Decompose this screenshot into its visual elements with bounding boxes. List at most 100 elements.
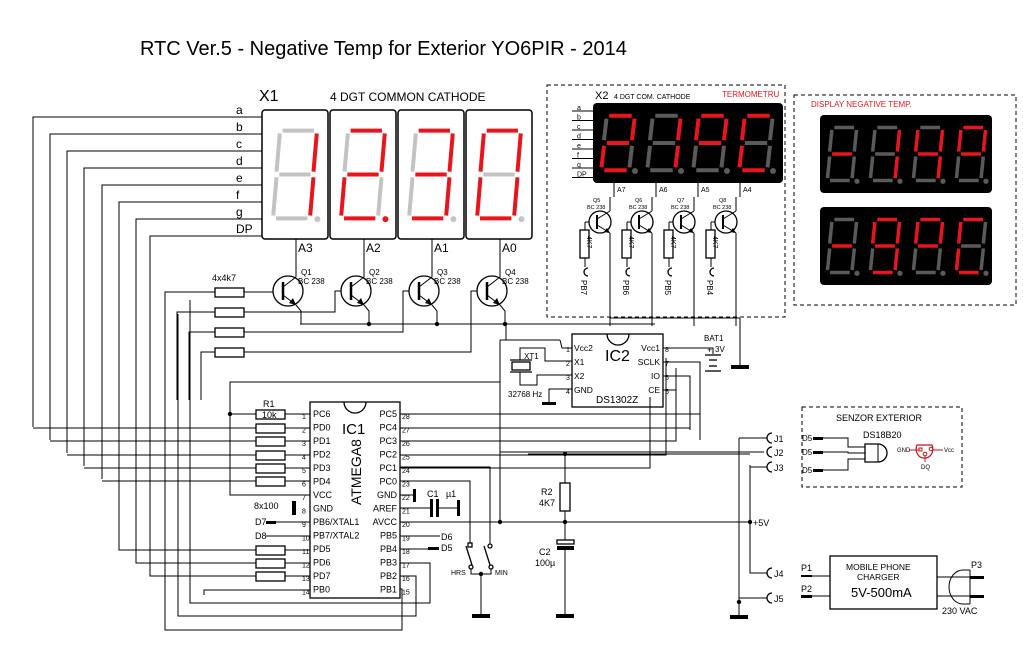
ic1-pin-gnd: GND bbox=[313, 504, 334, 514]
segment-resistor bbox=[255, 450, 286, 461]
sensor-wire-end bbox=[813, 469, 823, 472]
port-wire bbox=[188, 331, 215, 400]
base-resistor bbox=[214, 327, 245, 338]
sensor-part: DS18B20 bbox=[863, 430, 902, 440]
charger-body bbox=[829, 555, 938, 610]
port-wire bbox=[176, 311, 215, 400]
x2-digit bbox=[737, 113, 776, 174]
ic2-notch bbox=[606, 333, 630, 346]
xt1-crystal: XT1 32768 Hz bbox=[508, 347, 572, 405]
diagram-title: RTC Ver.5 - Negative Temp for Exterior Y… bbox=[140, 38, 627, 60]
segment-c-off bbox=[376, 177, 384, 216]
segment-c-off bbox=[627, 145, 634, 168]
x2-pin-e: e bbox=[577, 143, 581, 150]
x2-display-body bbox=[593, 103, 783, 183]
negative-digit bbox=[911, 217, 946, 276]
x1-pin-d: d bbox=[236, 154, 243, 168]
emitter-lead bbox=[431, 304, 438, 324]
segment-f-on bbox=[478, 133, 486, 172]
decimal-point-off bbox=[770, 168, 776, 174]
min-switch[interactable] bbox=[483, 545, 491, 566]
port-connector bbox=[583, 267, 589, 277]
ic1-pin-number: 24 bbox=[402, 468, 410, 475]
pb0-wire bbox=[203, 589, 310, 595]
c2-ref: C2 bbox=[539, 547, 551, 557]
charger-p3: P3 bbox=[971, 560, 982, 570]
segment-c-on bbox=[936, 156, 943, 179]
ic1-pin-pd3: PD3 bbox=[313, 463, 331, 473]
segment-f-on bbox=[913, 129, 920, 152]
termometru-frame bbox=[546, 84, 786, 318]
x2-pin-a: a bbox=[577, 105, 581, 112]
charger-mains: 230 VAC bbox=[942, 606, 978, 616]
ic1-pin-number: 14 bbox=[302, 590, 310, 597]
x2-digits bbox=[593, 103, 783, 183]
ic2-pin-vcc2: Vcc2 bbox=[574, 343, 593, 353]
x2-pin-g: g bbox=[577, 162, 581, 169]
segment-e-off bbox=[691, 145, 698, 168]
r2-ref: R2 bbox=[541, 487, 553, 497]
x1-pin-f: f bbox=[236, 188, 240, 202]
c2-plus-plate bbox=[556, 539, 575, 545]
transistor-ref: Q5 bbox=[593, 198, 600, 204]
decimal-point-on bbox=[382, 216, 389, 223]
sensor-wire-end bbox=[813, 451, 823, 454]
segment-f-on bbox=[694, 118, 701, 141]
ic1-pin-pc3: PC3 bbox=[379, 436, 397, 446]
r2-value: 4K7 bbox=[539, 498, 555, 508]
ic2-pin-number: 5 bbox=[665, 389, 669, 396]
port-connector bbox=[625, 267, 631, 277]
ic1-pin-number: 9 bbox=[302, 522, 306, 529]
transistor-type: BC 238 bbox=[298, 277, 325, 286]
decimal-point-off bbox=[983, 178, 989, 184]
ic1-body bbox=[309, 401, 401, 599]
bat1-ref: BAT1 bbox=[704, 334, 724, 343]
segment-e-off bbox=[868, 156, 875, 179]
ic1-pin-number: 18 bbox=[402, 549, 410, 556]
ic2-pin-sclk: SCLK bbox=[638, 357, 661, 367]
emitter-arrow bbox=[730, 228, 736, 233]
hrs-switch[interactable] bbox=[465, 545, 473, 566]
ic1-pin-number: 3 bbox=[302, 441, 306, 448]
ic2-pin-number: 6 bbox=[665, 375, 669, 382]
ic2-pin-number: 1 bbox=[566, 347, 570, 354]
ic1-pin-number: 27 bbox=[402, 428, 410, 435]
x1-pin-b: b bbox=[236, 120, 243, 134]
xt1-body bbox=[511, 361, 531, 371]
segment-b-on bbox=[895, 221, 902, 244]
port-label-PB5: PB5 bbox=[663, 280, 672, 296]
bat1-battery: BAT1 + 3V bbox=[663, 318, 749, 372]
emitter-arrow bbox=[688, 228, 694, 233]
segment-resistor bbox=[255, 476, 286, 487]
segment-e-on bbox=[737, 145, 744, 168]
ic2-pin-number: 7 bbox=[665, 361, 669, 368]
transistor-type: BC 238 bbox=[366, 277, 393, 286]
charger-line2: CHARGER bbox=[857, 572, 900, 582]
segment-e-off bbox=[407, 177, 415, 216]
decimal-point-off bbox=[897, 270, 903, 276]
xt1-ref: XT1 bbox=[524, 352, 539, 361]
x1-anode-A3: A3 bbox=[298, 241, 313, 255]
decimal-point-off bbox=[450, 216, 457, 223]
sensor-wire-end bbox=[813, 437, 823, 440]
ic2-pin-ce: CE bbox=[648, 385, 660, 395]
sensor-label: SENZOR EXTERIOR bbox=[836, 413, 923, 423]
segment-b-on bbox=[515, 133, 523, 172]
segment-bus-wire bbox=[66, 150, 232, 453]
x2-ref: X2 bbox=[595, 90, 608, 102]
base-resistor bbox=[214, 347, 245, 358]
x2-digit bbox=[645, 113, 684, 174]
segment-e-on bbox=[339, 177, 347, 216]
base-resistor-value: 4K7 bbox=[669, 236, 676, 249]
segment-f-on bbox=[956, 129, 963, 152]
x1-pin-e: e bbox=[236, 171, 243, 185]
decimal-point-off bbox=[632, 168, 638, 174]
segment-f-on bbox=[740, 118, 747, 141]
ds18b20-body bbox=[864, 443, 888, 463]
transistor-ref: Q3 bbox=[437, 268, 448, 277]
x1-ref: X1 bbox=[259, 88, 279, 105]
